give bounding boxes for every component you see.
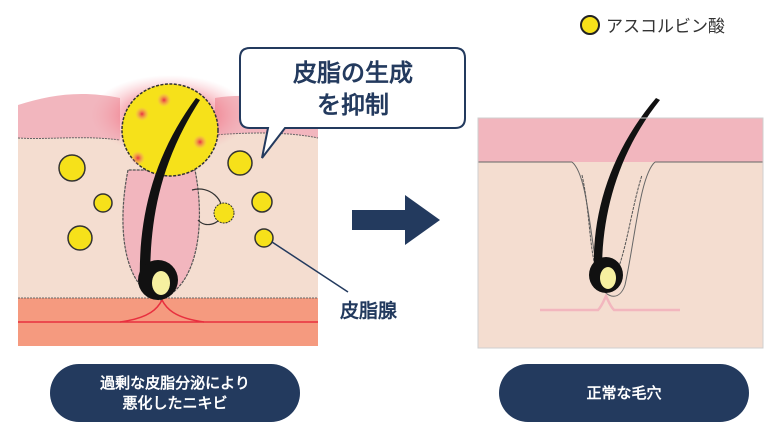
right-hair-papilla bbox=[600, 267, 616, 289]
legend-swatch bbox=[580, 14, 600, 35]
right-vessel bbox=[540, 293, 680, 312]
right-caption-pill: 正常な毛穴 bbox=[499, 364, 749, 422]
legend: アスコルビン酸 bbox=[580, 12, 725, 37]
inflammation-spot bbox=[135, 107, 149, 121]
sebaceous-gland bbox=[213, 202, 235, 224]
left-caption-line1: 過剰な皮脂分泌により bbox=[100, 374, 250, 392]
speech-bubble-text: 皮脂の生成 を抑制 bbox=[244, 57, 462, 121]
speech-bubble bbox=[239, 47, 466, 159]
ascorbic-acid-dot bbox=[93, 193, 113, 213]
inflammation-spot bbox=[131, 151, 145, 165]
right-caption-text: 正常な毛穴 bbox=[586, 384, 662, 402]
ascorbic-acid-dot bbox=[67, 225, 93, 251]
ascorbic-acid-dot bbox=[227, 150, 253, 176]
ascorbic-acid-dot bbox=[254, 228, 274, 248]
right-hair-shaft bbox=[593, 98, 660, 270]
inflammation-spot bbox=[157, 93, 171, 107]
sebaceous-gland-label: 皮脂腺 bbox=[340, 300, 398, 322]
callout-line bbox=[271, 241, 349, 293]
right-skin-section bbox=[477, 98, 764, 349]
left-hair-papilla bbox=[152, 271, 170, 295]
speech-bubble-line1: 皮脂の生成 bbox=[293, 59, 413, 87]
inflammation-spot bbox=[193, 135, 207, 149]
ascorbic-acid-dot bbox=[251, 191, 273, 213]
speech-bubble-line2: を抑制 bbox=[317, 91, 389, 119]
left-caption-pill: 過剰な皮脂分泌により 悪化したニキビ bbox=[50, 364, 300, 422]
left-caption-line2: 悪化したニキビ bbox=[122, 394, 228, 412]
legend-label: アスコルビン酸 bbox=[606, 17, 725, 37]
transition-arrow bbox=[352, 195, 440, 245]
ascorbic-acid-dot bbox=[58, 154, 86, 182]
